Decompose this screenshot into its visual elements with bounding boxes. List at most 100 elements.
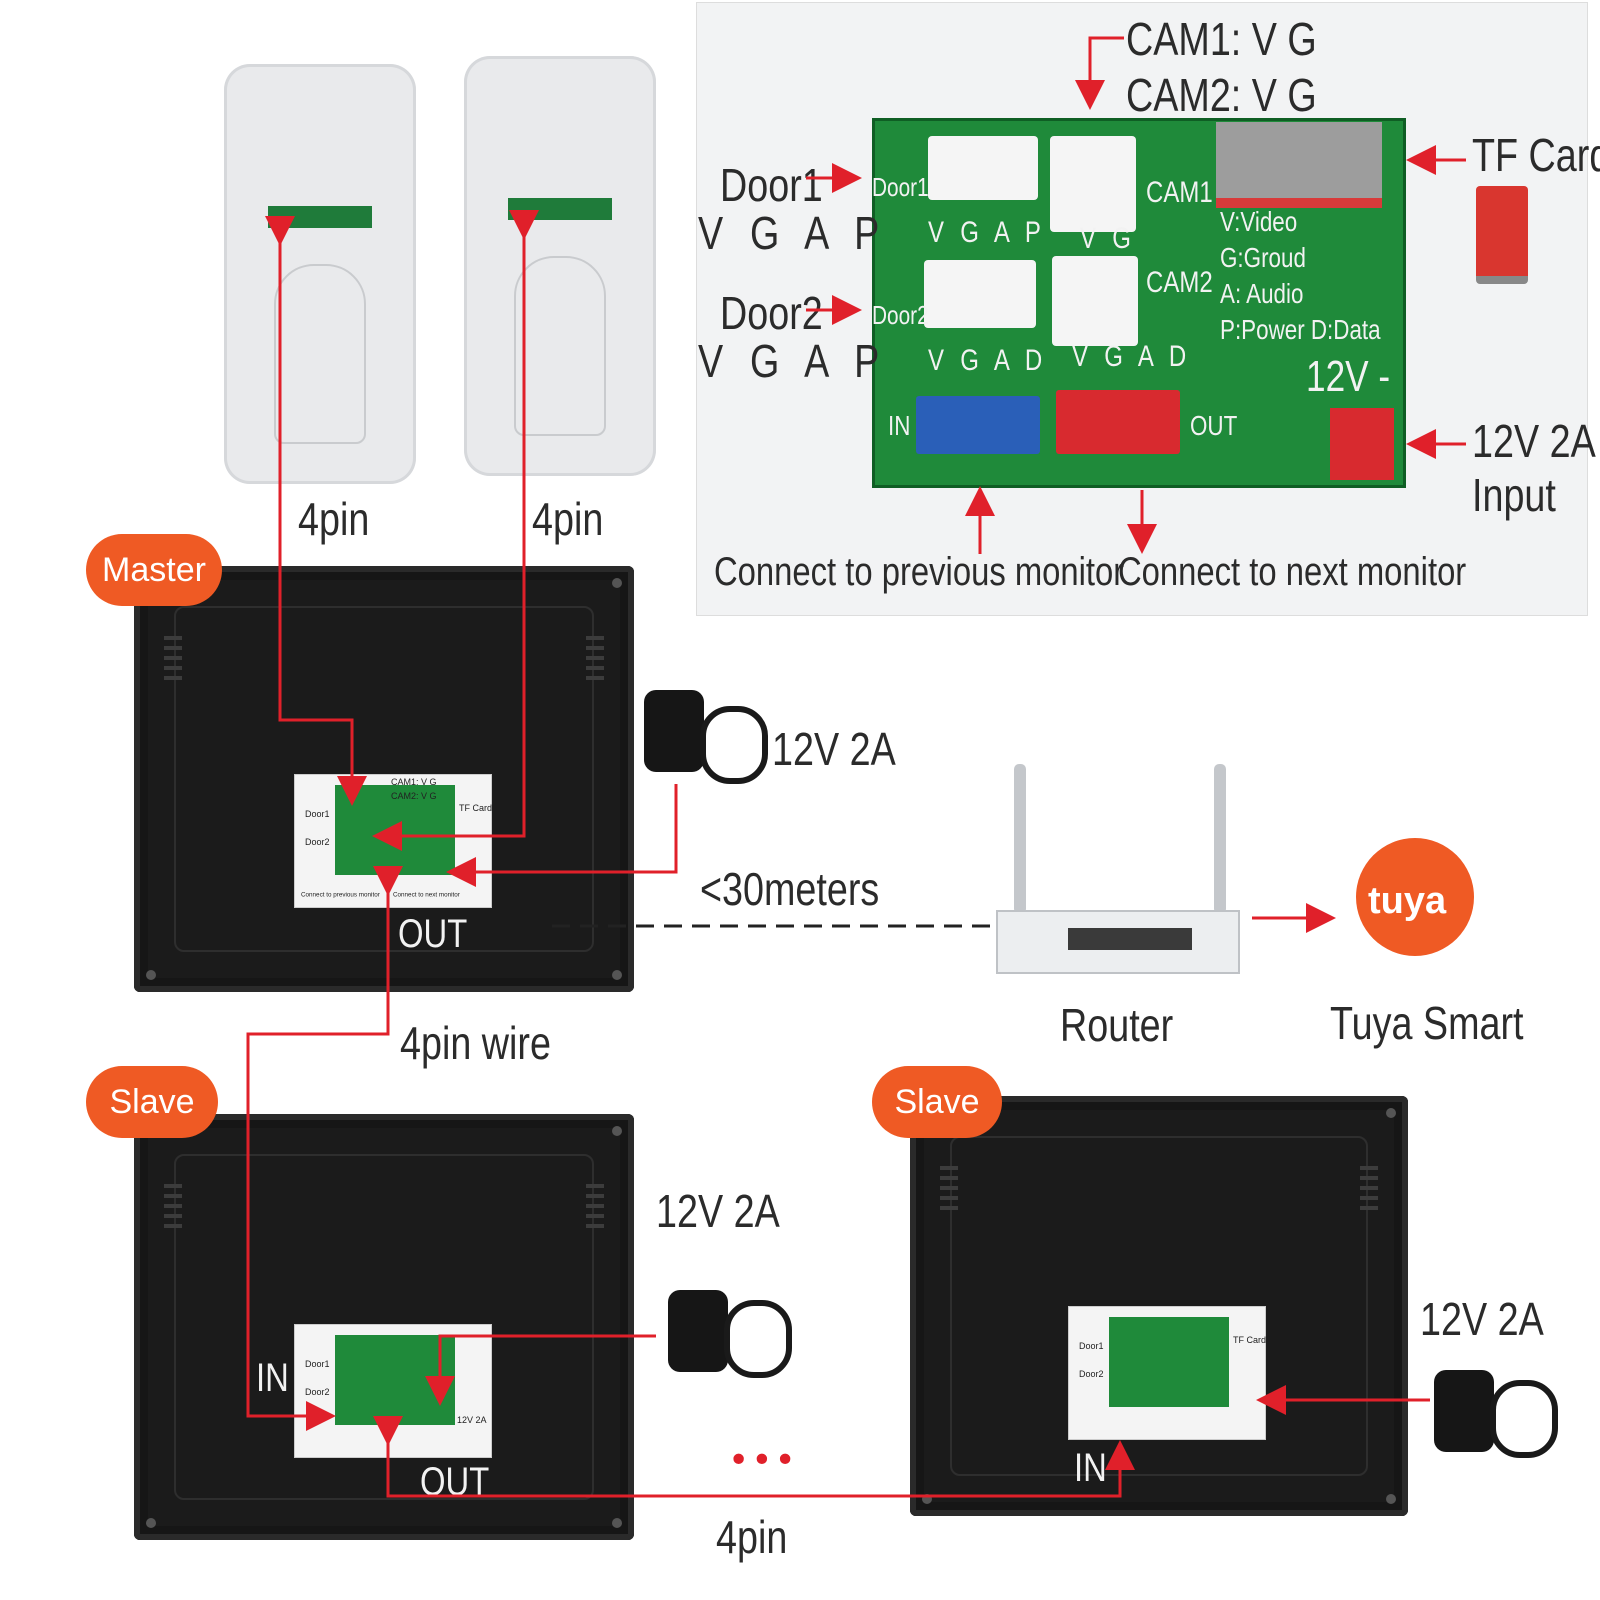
connect-previous-label: Connect to previous monitor [714,550,1125,594]
screw [1386,1108,1396,1118]
door1-pins: V G A P [698,207,888,259]
tuya-label: Tuya Smart [1330,997,1524,1049]
cam2-connector [1052,256,1138,346]
doorbell-2 [464,56,656,476]
board-door1-text: Door1 [872,172,929,202]
board-cam1-text: CAM1 [1146,176,1213,209]
mini-door1: Door1 [305,1359,330,1369]
legend-audio: A: Audio [1220,278,1304,309]
screw [612,970,622,980]
cam1-header: CAM1: V G [1126,13,1317,65]
cam2-header: CAM2: V G [1126,69,1317,121]
router-antenna-left [1014,764,1026,914]
legend-power-data: P:Power D:Data [1220,314,1381,345]
distance-label: <30meters [700,863,880,915]
tf-slot [1216,122,1382,208]
vent-right [586,636,604,686]
board-vg-text: V G [1080,222,1136,255]
connect-next-label: Connect to next monitor [1118,550,1467,594]
board-in-text: IN [888,410,911,441]
screw [612,578,622,588]
mini-tf: TF Card [1233,1335,1267,1345]
door2-pins: V G A P [698,335,888,387]
legend-video: V:Video [1220,206,1298,237]
vent-right [586,1184,604,1234]
screw [1386,1494,1396,1504]
slave-left-mini-board: Door1 Door2 12V 2A [294,1324,492,1458]
doorbell-mount-plate [514,256,606,436]
door2-connector [924,260,1036,328]
board-vgad-2-text: V G A D [1072,340,1191,373]
slave-left-badge: Slave [86,1066,218,1138]
mini-door2: Door2 [305,837,330,847]
power-connector [1330,408,1394,480]
in-connector [916,396,1040,454]
bottom-pin-label: 4pin [716,1511,788,1563]
doorbell-2-pin-label: 4pin [532,493,604,545]
mini-cam2: CAM2: V G [391,791,437,801]
board-out-text: OUT [1190,410,1238,441]
doorbell-terminal [508,198,612,220]
doorbell-1-pin-label: 4pin [298,493,370,545]
door2-label: Door2 [720,287,823,339]
slave-left-adapter [668,1290,728,1372]
router-label: Router [1060,999,1174,1051]
master-power-label: 12V 2A [772,723,896,775]
board-vgap-text: V G A P [928,216,1046,249]
door1-connector [928,136,1038,200]
slave-left-adapter-cable [724,1300,792,1378]
power-input-label-2: Input [1472,469,1556,521]
slave-right-power-label: 12V 2A [1420,1293,1544,1345]
slave-left-out-label: OUT [420,1460,490,1504]
master-out-label: OUT [398,912,468,956]
mini-pcb [1109,1317,1229,1407]
tuya-logo [1356,838,1474,956]
screw [612,1518,622,1528]
master-adapter [644,690,704,772]
screw [146,970,156,980]
slave-right-adapter-cable [1490,1380,1558,1458]
legend-ground: G:Groud [1220,242,1306,273]
slave-right-badge: Slave [872,1066,1002,1138]
doorbell-1 [224,64,416,484]
router-device [996,910,1240,974]
ellipsis: ••• [728,1440,798,1481]
mini-pcb [335,1335,455,1425]
board-door2-text: Door2 [872,300,929,330]
slave-left-power-label: 12V 2A [656,1185,780,1237]
slave-right-in-label: IN [1074,1446,1107,1490]
door1-label: Door1 [720,159,823,211]
mini-prev: Connect to previous monitor [301,891,380,898]
mini-cam1: CAM1: V G [391,777,437,787]
monitor-back-panel [950,1136,1368,1476]
vent-left [164,636,182,686]
cam1-connector [1050,136,1136,232]
tuya-logo-text: tuya [1368,880,1447,922]
mini-tf: TF Card [459,803,493,813]
mini-input: 12V 2A [457,1415,487,1425]
out-connector [1056,390,1180,454]
master-mini-board: CAM1: V G CAM2: V G Door1 Door2 TF Card … [294,774,492,908]
vent-left [164,1184,182,1234]
master-adapter-cable [700,706,768,784]
vent-right [1360,1166,1378,1216]
slave-right-adapter [1434,1370,1494,1452]
screw [922,1494,932,1504]
board-vgad-1-text: V G A D [928,344,1047,377]
mini-next: Connect to next monitor [393,891,460,898]
vent-left [940,1166,958,1216]
power-input-label-1: 12V 2A [1472,415,1596,467]
board-cam2-text: CAM2 [1146,266,1213,299]
wire-label: 4pin wire [400,1017,551,1069]
mini-door1: Door1 [305,809,330,819]
tf-card-icon [1476,186,1528,284]
mini-door2: Door2 [1079,1369,1104,1379]
screw [146,1518,156,1528]
doorbell-terminal [268,206,372,228]
router-port-strip [1068,928,1192,950]
master-badge: Master [86,534,222,606]
router-antenna-right [1214,764,1226,914]
tf-card-label: TF Card [1472,129,1600,181]
mini-door1: Door1 [1079,1341,1104,1351]
mini-door2: Door2 [305,1387,330,1397]
